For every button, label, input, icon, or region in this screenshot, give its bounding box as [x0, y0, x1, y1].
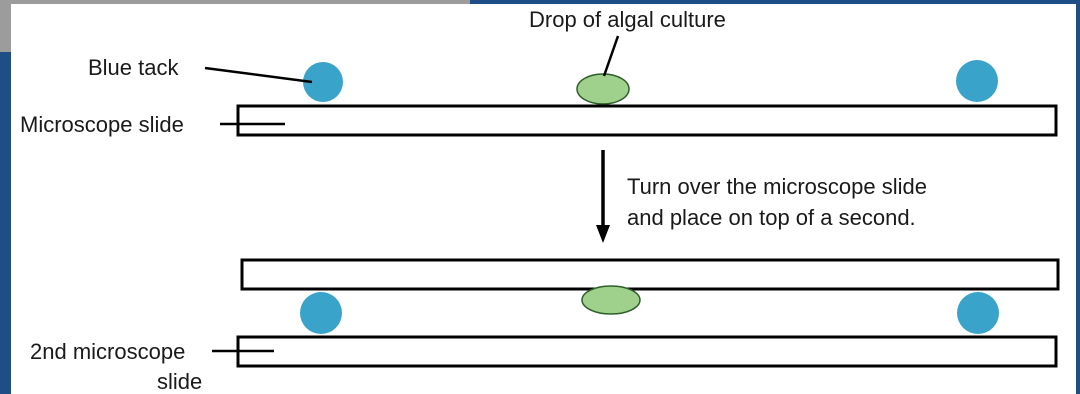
blue-tack-bottom-left — [300, 292, 342, 334]
drop-label: Drop of algal culture — [529, 7, 726, 32]
blue-tack-top-left — [303, 62, 343, 102]
second-slide-label-line-2: slide — [157, 369, 202, 394]
second-slide-label-line-1: 2nd microscope — [30, 339, 185, 364]
down-arrow-icon — [596, 225, 610, 243]
instruction-line-2: and place on top of a second. — [627, 205, 916, 230]
diagram-panel — [11, 4, 1076, 394]
microscope-slide-top — [236, 104, 1058, 137]
instruction-line-1: Turn over the microscope slide — [627, 174, 927, 199]
second-microscope-slide — [236, 335, 1058, 368]
blue-tack-label: Blue tack — [88, 55, 179, 80]
algal-drop-bottom — [581, 285, 641, 315]
microscope-slide-label: Microscope slide — [20, 112, 184, 137]
algal-drop-top — [576, 73, 630, 105]
drop-leader — [602, 35, 620, 77]
blue-tack-leader — [204, 66, 313, 84]
microscope-slide-flipped — [240, 258, 1060, 291]
blue-tack-bottom-right — [957, 292, 999, 334]
blue-tack-top-right — [956, 60, 998, 102]
